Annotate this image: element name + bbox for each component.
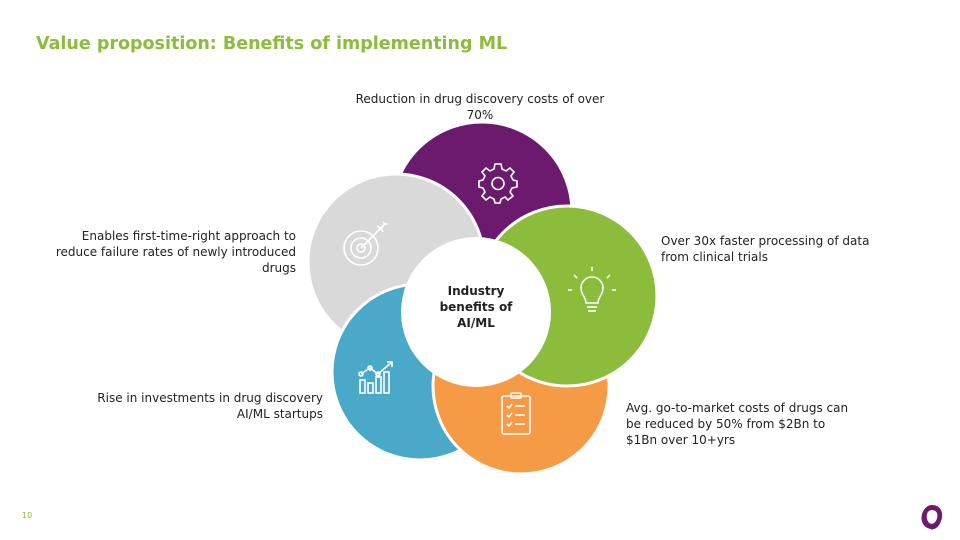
callout-bottom-left: Rise in investments in drug discovery AI…	[97, 391, 323, 421]
lightbulb-icon	[568, 267, 616, 312]
center-circle	[401, 237, 551, 387]
checklist-icon	[501, 392, 531, 435]
callout-right: Over 30x faster processing of data from …	[661, 234, 870, 264]
callout-left: Enables first-time-right approach to red…	[55, 229, 296, 275]
target-icon	[343, 221, 388, 266]
callout-top: Reduction in drug discovery costs of ove…	[355, 92, 605, 122]
company-logo	[921, 505, 943, 530]
center-label: Industry benefits of AI/ML	[439, 284, 513, 330]
callout-bottom-right: Avg. go-to-market costs of drugs can be …	[626, 401, 849, 447]
page-title: Value proposition: Benefits of implement…	[36, 34, 508, 54]
gear-icon	[478, 163, 518, 204]
page-number: 10	[22, 511, 33, 520]
growth-chart-icon	[358, 361, 393, 394]
